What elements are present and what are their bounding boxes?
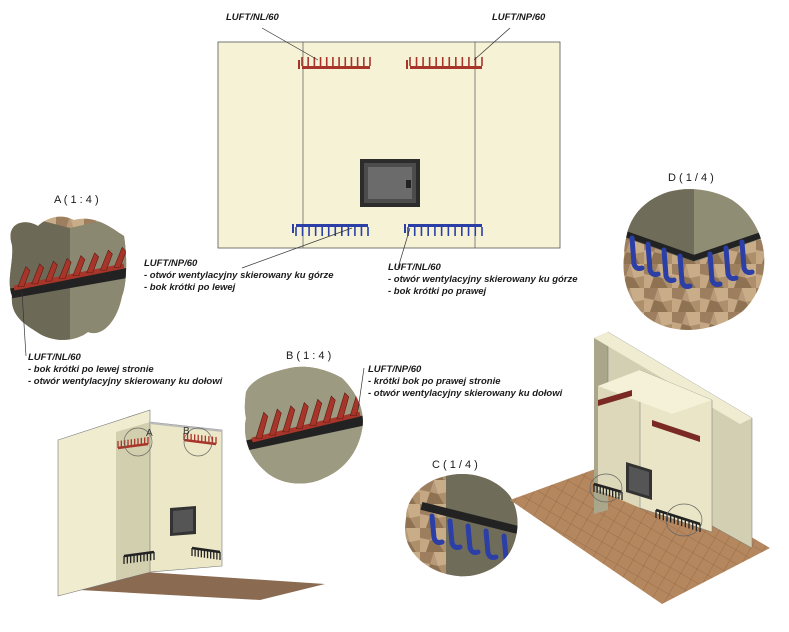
detail-a-title: A ( 1 : 4 ) [54,194,99,206]
label-luft-np-60-mid-code: LUFT/NP/60 [144,258,198,269]
vent-grille-bottom-right [404,224,483,236]
detail-d [623,189,765,330]
label-luft-nl-60-top: LUFT/NL/60 [226,12,279,23]
label-luft-np-60-mid: LUFT/NP/60 - otwór wentylacyjny skierowa… [144,258,334,294]
marker-a: A [146,428,153,439]
label-luft-nl-60-mid-line2: - bok krótki po prawej [388,286,487,297]
detail-b-title: B ( 1 : 4 ) [286,350,332,362]
label-luft-np-60-mid-line1: - otwór wentylacyjny skierowany ku górze [144,270,334,281]
vent-grille-bottom-left [292,224,369,236]
detail-c [405,474,518,577]
detail-a [9,216,127,340]
label-luft-np-60-right-line1: - krótki bok po prawej stronie [368,376,501,387]
label-luft-nl-60-left-line2: - otwór wentylacyjny skierowany ku dołow… [28,376,223,387]
label-luft-np-60-right: LUFT/NP/60 - krótki bok po prawej stroni… [368,364,562,400]
iso-view-left: A B [21,291,365,600]
label-luft-np-60-right-line2: - otwór wentylacyjny skierowany ku dołow… [368,388,563,399]
detail-d-title: D ( 1 / 4 ) [668,172,714,184]
detail-c-title: C ( 1 / 4 ) [432,459,478,471]
label-luft-np-60-right-code: LUFT/NP/60 [368,364,422,375]
label-luft-nl-60-mid-line1: - otwór wentylacyjny skierowany ku górze [388,274,578,285]
vent-grille-top-left [298,57,371,69]
label-luft-np-60-top: LUFT/NP/60 [492,12,546,23]
fireplace-door [360,159,420,207]
detail-b [244,366,363,484]
label-luft-nl-60-left: LUFT/NL/60 - bok krótki po lewej stronie… [28,352,222,388]
vent-grille-top-right [406,57,483,69]
front-elevation [217,27,561,269]
label-luft-nl-60-left-line1: - bok krótki po lewej stronie [28,364,154,375]
label-luft-nl-60-left-code: LUFT/NL/60 [28,352,81,363]
iso-view-right [510,331,770,604]
label-luft-nl-60-mid-code: LUFT/NL/60 [388,262,441,273]
marker-b: B [183,426,190,437]
label-luft-np-60-mid-line2: - bok krótki po lewej [144,282,236,293]
label-luft-nl-60-mid: LUFT/NL/60 - otwór wentylacyjny skierowa… [388,262,578,298]
